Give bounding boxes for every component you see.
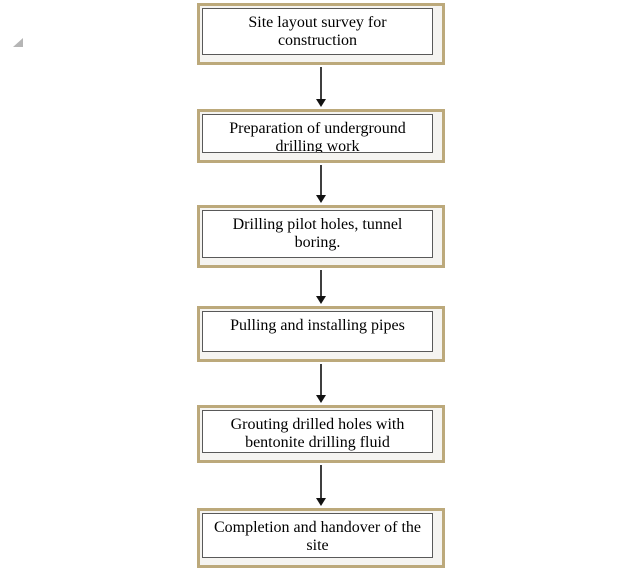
lower-right-triangle-icon: [13, 38, 23, 47]
arrow-head: [316, 498, 326, 506]
flow-step-pulling-pipes: Pulling and installing pipes: [197, 306, 445, 362]
down-arrow-icon: [315, 465, 327, 506]
arrow-shaft: [320, 465, 322, 498]
step-label: Preparation of underground drilling work: [229, 120, 406, 153]
flow-step-completion: Completion and handover of the site: [197, 508, 445, 568]
step-label: Completion and handover of the site: [213, 519, 422, 554]
down-arrow-icon: [315, 364, 327, 403]
arrow-shaft: [320, 165, 322, 195]
arrow-head: [316, 296, 326, 304]
flow-step-box: Completion and handover of the site: [202, 513, 433, 558]
step-label: Pulling and installing pipes: [230, 317, 405, 334]
flow-step-preparation: Preparation of underground drilling work: [197, 109, 445, 163]
flow-step-box: Site layout survey for construction: [202, 8, 433, 55]
flow-step-site-survey: Site layout survey for construction: [197, 3, 445, 65]
flow-step-box: Grouting drilled holes with bentonite dr…: [202, 410, 433, 453]
step-label: Drilling pilot holes, tunnel boring.: [232, 216, 403, 251]
arrow-head: [316, 395, 326, 403]
flow-step-box: Drilling pilot holes, tunnel boring.: [202, 210, 433, 258]
arrow-shaft: [320, 364, 322, 395]
flow-step-grouting: Grouting drilled holes with bentonite dr…: [197, 405, 445, 463]
flow-step-box: Preparation of underground drilling work: [202, 114, 433, 153]
arrow-head: [316, 195, 326, 203]
step-label: Site layout survey for construction: [248, 14, 387, 49]
down-arrow-icon: [315, 165, 327, 203]
flow-step-box: Pulling and installing pipes: [202, 311, 433, 352]
down-arrow-icon: [315, 270, 327, 304]
flow-step-drilling: Drilling pilot holes, tunnel boring.: [197, 205, 445, 268]
arrow-shaft: [320, 270, 322, 296]
arrow-head: [316, 99, 326, 107]
arrow-shaft: [320, 67, 322, 99]
step-label: Grouting drilled holes with bentonite dr…: [230, 416, 405, 451]
down-arrow-icon: [315, 67, 327, 107]
